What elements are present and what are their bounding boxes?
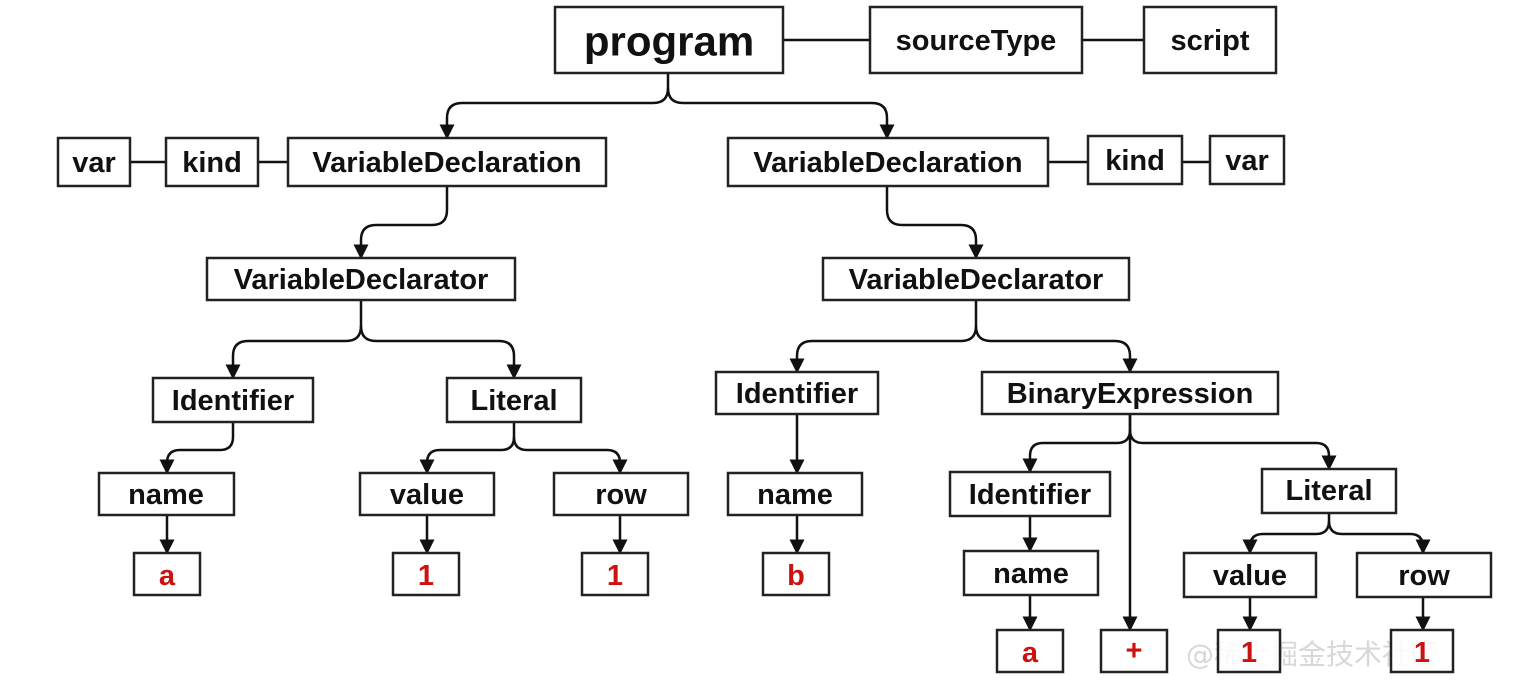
leaf-binary-plus-label: +	[1126, 635, 1143, 667]
node-left-identifier: Identifier	[151, 376, 315, 424]
node-left-literal-label: Literal	[470, 385, 557, 417]
leaf-left-row-1-label: 1	[607, 560, 623, 592]
leaf-left-value-1-label: 1	[418, 560, 434, 592]
node-right-identifier-label: Identifier	[736, 378, 858, 410]
leaf-binary-a-label: a	[1022, 637, 1039, 669]
node-right-name: name	[726, 471, 864, 517]
node-right-variable-declaration-label: VariableDeclaration	[753, 147, 1022, 179]
node-right-kind: kind	[1086, 134, 1184, 186]
node-left-kind: kind	[164, 136, 260, 188]
connectors	[130, 38, 1210, 164]
node-script: script	[1142, 5, 1278, 75]
node-right-variable-declaration: VariableDeclaration	[726, 136, 1050, 188]
node-right-variable-declarator: VariableDeclarator	[821, 256, 1131, 302]
node-binary-value: value	[1182, 551, 1318, 599]
node-right-identifier: Identifier	[714, 370, 880, 416]
arrows	[159, 73, 1431, 632]
node-right-var-label: var	[1225, 145, 1269, 177]
node-source-type: sourceType	[868, 5, 1084, 75]
node-script-label: script	[1171, 25, 1250, 57]
node-left-var: var	[56, 136, 132, 188]
leaf-binary-a: a	[995, 628, 1065, 674]
node-left-variable-declaration: VariableDeclaration	[286, 136, 608, 188]
leaf-binary-row-1: 1	[1389, 628, 1455, 674]
node-left-literal: Literal	[445, 376, 583, 424]
leaf-right-b: b	[761, 551, 831, 597]
leaf-binary-value-1: 1	[1216, 628, 1282, 674]
node-right-name-label: name	[757, 479, 833, 511]
node-left-variable-declaration-label: VariableDeclaration	[312, 147, 581, 179]
node-source-type-label: sourceType	[896, 25, 1057, 57]
node-binary-literal: Literal	[1260, 467, 1398, 515]
node-binary-row-label: row	[1398, 560, 1450, 592]
node-binary-expression: BinaryExpression	[980, 370, 1280, 416]
leaf-left-row-1: 1	[580, 551, 650, 597]
node-left-kind-label: kind	[182, 147, 242, 179]
node-left-value: value	[358, 471, 496, 517]
node-binary-name-label: name	[993, 558, 1069, 590]
node-left-value-label: value	[390, 479, 464, 511]
node-right-var: var	[1208, 134, 1286, 186]
node-left-name-label: name	[128, 479, 204, 511]
node-right-variable-declarator-label: VariableDeclarator	[849, 264, 1104, 296]
node-right-kind-label: kind	[1105, 145, 1165, 177]
node-binary-name: name	[962, 549, 1100, 597]
leaf-binary-value-1-label: 1	[1241, 637, 1257, 669]
node-binary-identifier: Identifier	[948, 470, 1112, 518]
node-binary-row: row	[1355, 551, 1493, 599]
node-program-label: program	[584, 18, 754, 65]
leaf-binary-row-1-label: 1	[1414, 637, 1430, 669]
node-binary-expression-label: BinaryExpression	[1007, 378, 1254, 410]
node-binary-identifier-label: Identifier	[969, 479, 1091, 511]
leaf-left-a-label: a	[159, 560, 176, 592]
node-left-variable-declarator: VariableDeclarator	[205, 256, 517, 302]
node-program: program	[553, 5, 785, 75]
node-left-variable-declarator-label: VariableDeclarator	[234, 264, 489, 296]
leaf-left-a: a	[132, 551, 202, 597]
leaf-right-b-label: b	[787, 560, 805, 592]
node-left-var-label: var	[72, 147, 116, 179]
node-left-row-label: row	[595, 479, 647, 511]
node-binary-literal-label: Literal	[1285, 475, 1372, 507]
node-binary-value-label: value	[1213, 560, 1287, 592]
leaf-left-value-1: 1	[391, 551, 461, 597]
node-left-name: name	[97, 471, 236, 517]
node-left-identifier-label: Identifier	[172, 385, 294, 417]
node-left-row: row	[552, 471, 690, 517]
leaf-binary-plus: +	[1099, 628, 1169, 674]
